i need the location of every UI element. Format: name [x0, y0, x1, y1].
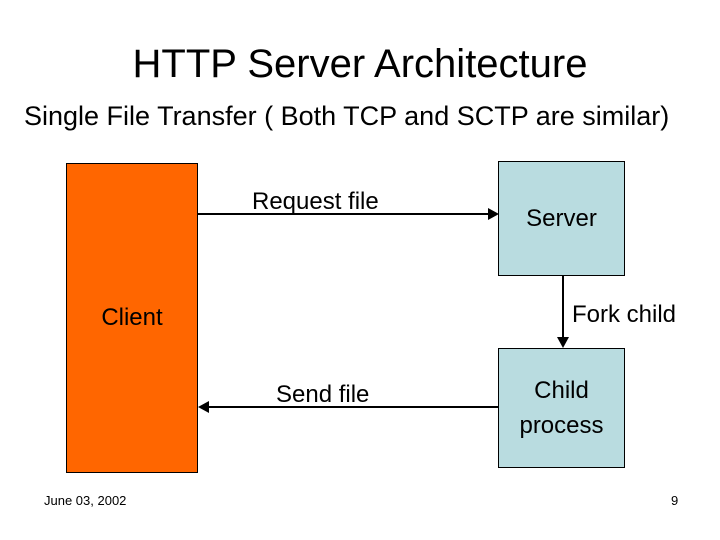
send-file-arrowhead-left-icon	[198, 401, 209, 413]
request-file-label: Request file	[252, 188, 379, 215]
client-node-label: Client	[101, 304, 163, 331]
slide-title: HTTP Server Architecture	[132, 42, 588, 86]
child-process-node-label: Child process	[519, 377, 604, 439]
send-file-label: Send file	[276, 381, 370, 408]
request-file-arrowhead-right-icon	[488, 208, 499, 220]
server-node-label: Server	[526, 204, 597, 232]
fork-child-arrow-line	[562, 276, 564, 338]
request-file-arrow-line	[198, 213, 488, 215]
footer-page-number: 9	[671, 493, 679, 508]
fork-child-label: Fork child	[572, 301, 677, 328]
server-node: Server	[498, 161, 625, 276]
client-node: Client	[66, 163, 198, 473]
child-process-node: Child process	[498, 348, 625, 468]
footer-date: June 03, 2002	[44, 493, 127, 508]
send-file-arrow-line	[209, 406, 498, 408]
slide-subtitle: Single File Transfer ( Both TCP and SCTP…	[24, 101, 670, 131]
fork-child-arrowhead-down-icon	[557, 337, 569, 348]
